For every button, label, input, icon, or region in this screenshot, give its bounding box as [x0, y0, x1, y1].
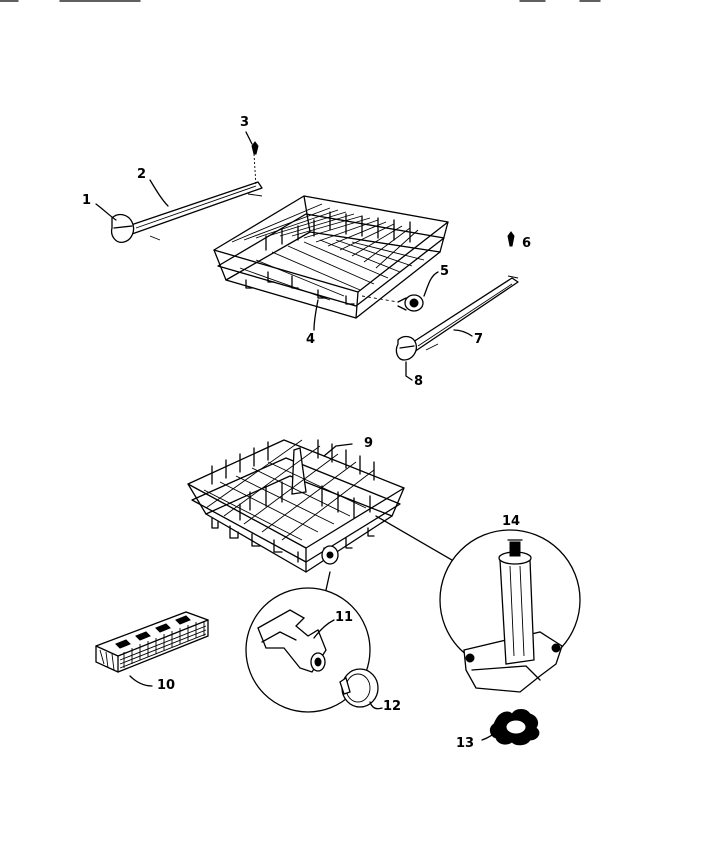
label-part-14: 14 — [502, 514, 521, 529]
label-part-5: 5 — [440, 264, 450, 279]
upper-rack — [213, 195, 449, 319]
label-part-2: 2 — [137, 167, 147, 182]
right-rail-end-cap — [395, 335, 418, 381]
label-part-10: 10 — [157, 678, 176, 693]
label-part-3: 3 — [240, 115, 250, 130]
label-part-1: 1 — [82, 193, 92, 208]
left-rail — [127, 181, 263, 241]
roller-detail-circle — [245, 571, 383, 713]
label-part-7: 7 — [474, 332, 484, 347]
right-rail — [409, 275, 519, 353]
label-part-4: 4 — [306, 332, 316, 347]
right-stop-clip — [507, 231, 515, 247]
left-stop-clip — [251, 141, 259, 187]
left-rail-end-cap — [110, 213, 135, 243]
leader-lines — [95, 131, 473, 337]
upper-rack-roller — [361, 271, 439, 312]
label-part-8: 8 — [414, 374, 424, 389]
label-part-6: 6 — [522, 236, 532, 251]
label-part-11: 11 — [335, 610, 354, 625]
silverware-basket — [95, 611, 209, 687]
lower-rack — [187, 439, 405, 573]
label-part-9: 9 — [364, 436, 374, 451]
label-part-12: 12 — [383, 699, 402, 714]
label-part-13: 13 — [456, 736, 475, 751]
wash-arm-detail-circle — [375, 515, 581, 746]
